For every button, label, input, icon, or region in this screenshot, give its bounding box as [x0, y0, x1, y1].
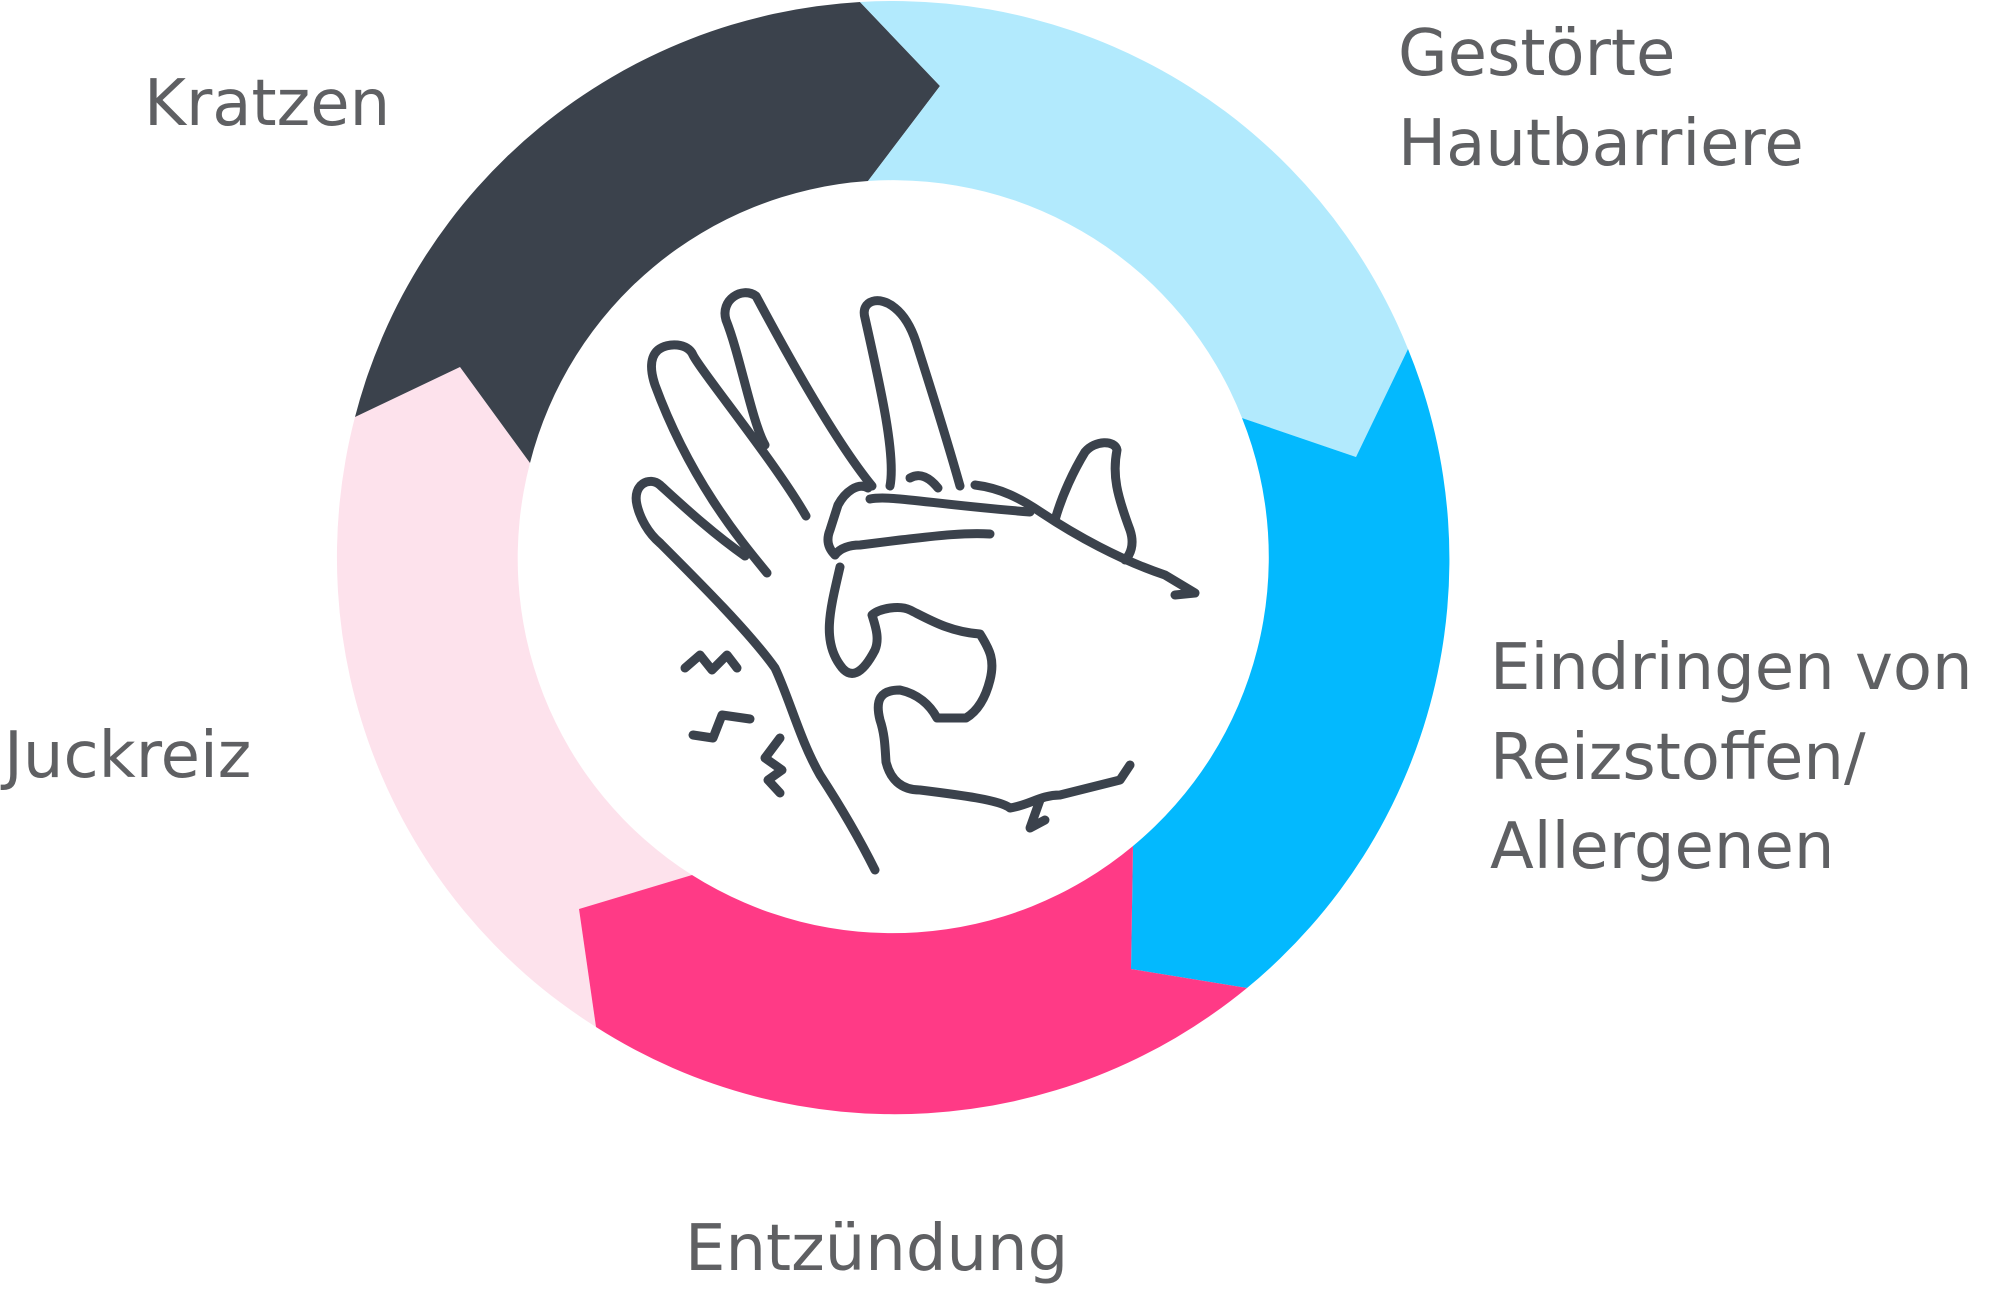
segment-hautbarriere: [860, 1, 1408, 457]
label-reizstoffe: Eindringen von Reizstoffen/ Allergenen: [1490, 631, 1973, 885]
label-juckreiz: Juckreiz: [4, 719, 252, 793]
segment-juckreiz: [336, 367, 692, 1027]
segment-entzuendung: [579, 846, 1247, 1115]
segment-kratzen: [355, 2, 940, 463]
scratching-hand-icon: [631, 288, 1200, 875]
label-kratzen: Kratzen: [144, 67, 391, 141]
label-entzuendung: Entzündung: [685, 1212, 1069, 1286]
label-hautbarriere: Gestörte Hautbarriere: [1398, 17, 1804, 181]
segment-reizstoffe: [1131, 349, 1450, 988]
